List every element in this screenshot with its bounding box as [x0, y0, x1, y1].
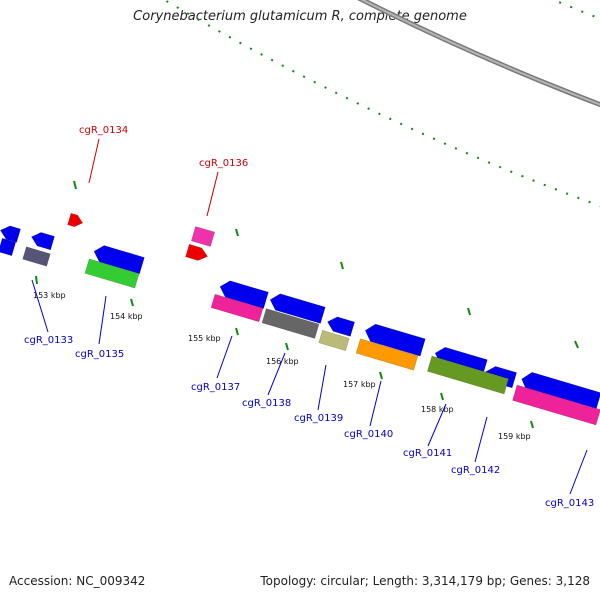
scale-label: 159 kbp	[498, 432, 531, 441]
gene-feature[interactable]	[190, 226, 216, 247]
gene-feature[interactable]	[218, 279, 269, 309]
inner-tick	[379, 371, 383, 380]
inner-tick	[530, 420, 534, 429]
forward-gene-labels: cgR_0134 cgR_0136	[79, 125, 248, 169]
leader-line	[98, 295, 107, 345]
gene-label-cgR_0134[interactable]: cgR_0134	[79, 125, 128, 136]
leader-line	[88, 138, 100, 184]
outer-dot-ring	[553, 0, 600, 20]
major-ticks	[35, 180, 579, 429]
gene-feature[interactable]	[325, 315, 355, 337]
gene-label-cgR_0133[interactable]: cgR_0133	[24, 335, 73, 346]
inner-tick	[440, 392, 444, 401]
leader-line	[474, 416, 488, 463]
topology-label: Topology: circular; Length: 3,314,179 bp…	[260, 574, 590, 588]
scale-label: 155 kbp	[188, 334, 221, 343]
gene-label-cgR_0141[interactable]: cgR_0141	[403, 448, 452, 459]
gene-feature[interactable]	[427, 355, 509, 395]
accession-label: Accession: NC_009342	[9, 574, 146, 588]
inner-tick	[130, 298, 134, 307]
leader-line	[267, 352, 286, 396]
gene-label-cgR_0143[interactable]: cgR_0143	[545, 498, 594, 509]
leader-line	[369, 380, 382, 427]
gene-label-cgR_0140[interactable]: cgR_0140	[344, 429, 393, 440]
scale-labels: 153 kbp 154 kbp 155 kbp 156 kbp 157 kbp …	[33, 291, 531, 441]
gene-feature[interactable]	[22, 246, 51, 267]
gene-feature[interactable]	[318, 329, 350, 352]
gene-feature[interactable]	[0, 237, 17, 257]
gene-label-cgR_0142[interactable]: cgR_0142	[451, 465, 500, 476]
outer-tick	[340, 261, 344, 270]
gene-feature[interactable]	[92, 243, 145, 275]
inner-tick	[235, 327, 239, 336]
gene-label-cgR_0135[interactable]: cgR_0135	[75, 349, 124, 360]
gene-feature[interactable]	[355, 338, 419, 371]
leader-line	[569, 449, 588, 495]
gene-features	[0, 212, 600, 426]
outer-tick	[235, 228, 239, 237]
gene-label-cgR_0137[interactable]: cgR_0137	[191, 382, 240, 393]
gene-feature[interactable]	[261, 308, 320, 339]
leader-line	[206, 171, 219, 217]
leader-line	[31, 279, 49, 333]
scale-label: 156 kbp	[266, 357, 299, 366]
gene-feature[interactable]	[29, 230, 55, 251]
outer-tick	[574, 340, 579, 349]
gene-feature[interactable]	[0, 224, 21, 243]
gene-feature[interactable]	[363, 322, 426, 357]
gene-label-cgR_0138[interactable]: cgR_0138	[242, 398, 291, 409]
reverse-leaders	[31, 279, 588, 495]
outer-tick	[73, 180, 77, 190]
outer-tick	[467, 307, 471, 316]
leader-line	[317, 364, 327, 411]
gene-label-cgR_0139[interactable]: cgR_0139	[294, 413, 343, 424]
reverse-gene-labels: cgR_0133 cgR_0135 cgR_0137 cgR_0138 cgR_…	[24, 335, 594, 509]
outer-tick-ring	[553, 0, 600, 20]
gene-feature[interactable]	[268, 292, 326, 324]
scale-label: 153 kbp	[33, 291, 66, 300]
leader-line	[427, 403, 447, 447]
gene-label-cgR_0136[interactable]: cgR_0136	[199, 158, 248, 169]
gene-feature[interactable]	[512, 384, 600, 426]
inner-tick	[285, 342, 289, 351]
forward-leaders	[88, 138, 219, 217]
inner-tick	[35, 275, 38, 285]
gene-feature[interactable]	[210, 293, 264, 323]
scale-label: 158 kbp	[421, 405, 454, 414]
gene-feature[interactable]	[84, 258, 140, 289]
gene-feature[interactable]	[185, 243, 210, 262]
scale-label: 154 kbp	[110, 312, 143, 321]
scale-label: 157 kbp	[343, 380, 376, 389]
leader-line	[216, 335, 233, 379]
gene-feature[interactable]	[67, 212, 85, 228]
